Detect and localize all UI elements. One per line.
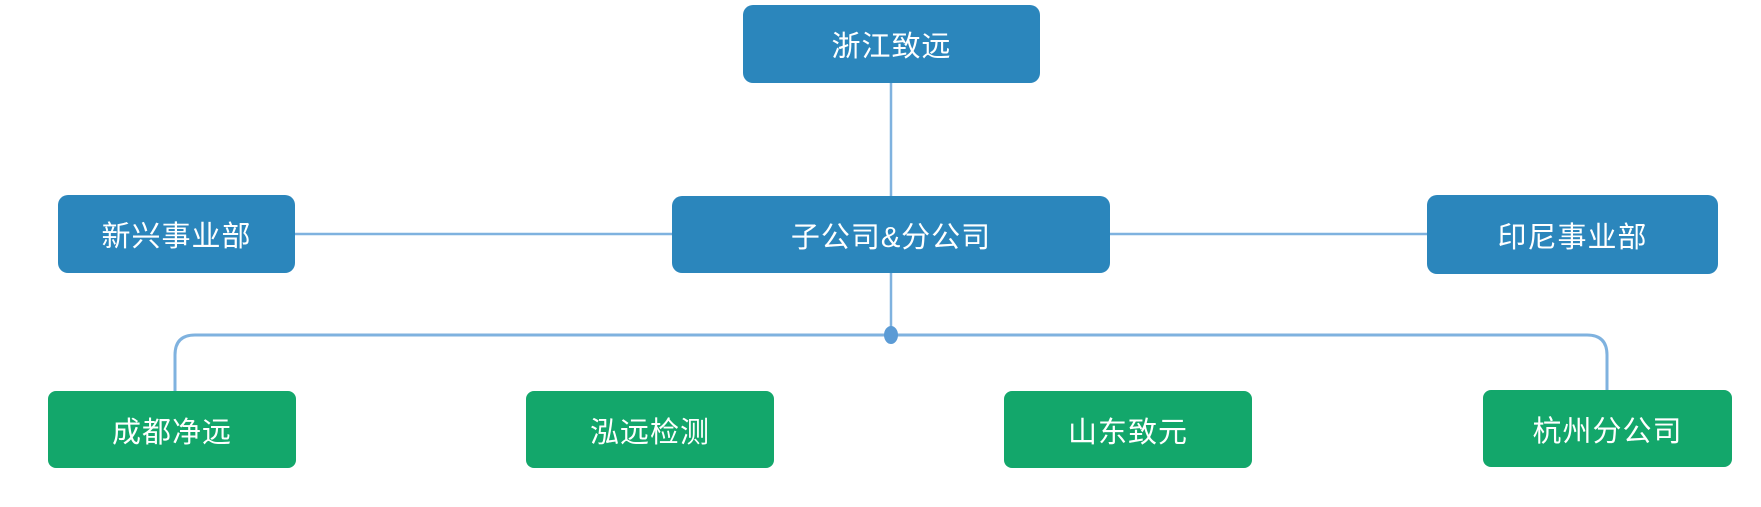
org-node-hangzhou-branch[interactable]: 杭州分公司	[1483, 390, 1732, 467]
org-node-label: 成都净远	[111, 416, 232, 449]
org-node-label: 泓远检测	[589, 416, 710, 449]
org-node-chengdu-jingyuan[interactable]: 成都净远	[48, 391, 296, 468]
junction-dot	[884, 326, 898, 344]
org-node-label: 山东致元	[1067, 416, 1188, 449]
org-node-label: 印尼事业部	[1497, 221, 1648, 254]
org-node-zhejiang-zhiyuan[interactable]: 浙江致远	[743, 5, 1040, 83]
org-node-label: 杭州分公司	[1532, 415, 1683, 448]
org-node-subsidiaries-branches[interactable]: 子公司&分公司	[672, 196, 1110, 273]
org-node-label: 新兴事业部	[101, 221, 252, 253]
org-node-label: 子公司&分公司	[790, 221, 992, 254]
org-node-hongyuan-jiance[interactable]: 泓远检测	[526, 391, 774, 468]
org-node-shandong-zhiyuan[interactable]: 山东致元	[1004, 391, 1252, 468]
org-node-indonesia-division[interactable]: 印尼事业部	[1427, 195, 1718, 274]
org-node-xinxing-division[interactable]: 新兴事业部	[58, 195, 295, 273]
org-node-label: 浙江致远	[831, 31, 952, 63]
